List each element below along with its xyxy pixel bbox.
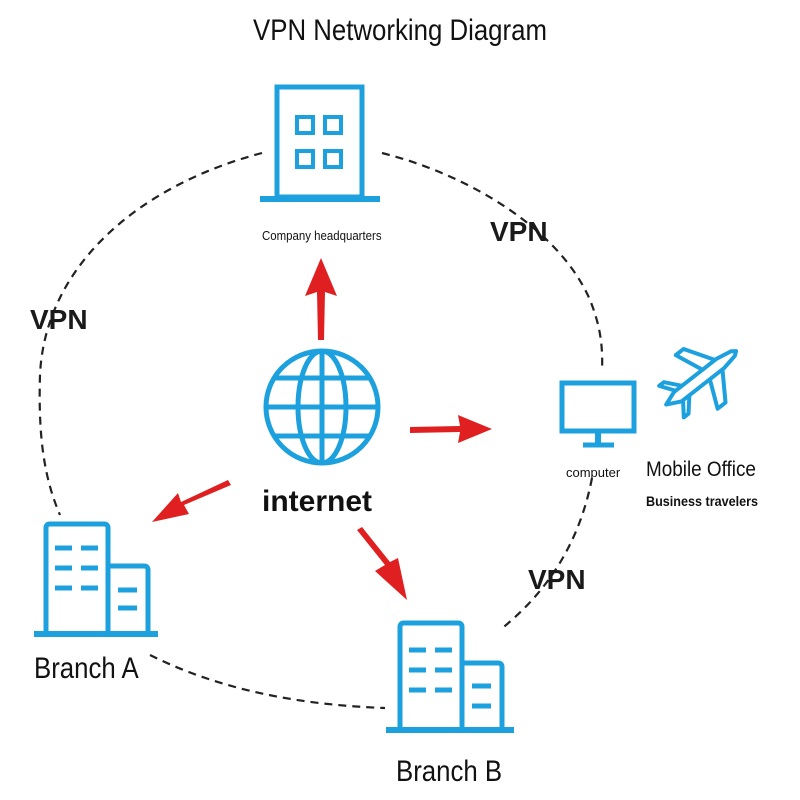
branch-a-building-icon [34,521,158,637]
monitor-icon [559,380,637,448]
branch-b-building-icon [386,620,514,733]
internet-arrows [152,258,492,600]
vpn-label-top-right: VPN [490,216,548,247]
vpn-link-branch-a-to-branch-b [149,654,386,710]
vpn-link-hq-to-computer [381,151,604,371]
headquarters-building-icon [260,84,380,202]
arrow-to-branch-b-icon [357,527,407,600]
arrow-to-computer-icon [410,415,492,443]
branch-a-label: Branch A [34,652,139,685]
vpn-ring [38,151,604,710]
internet-label: internet [262,485,373,518]
arrow-to-branch-a-icon [152,480,231,522]
arrow-to-headquarters-icon [305,258,337,340]
branch-b-label: Branch B [396,755,503,788]
headquarters-label: Company headquarters [262,228,382,243]
globe-icon [263,348,381,466]
vpn-label-left: VPN [30,304,88,335]
computer-label: computer [566,465,621,480]
mobile-office-label: Mobile Office [646,458,756,481]
vpn-label-bottom-right: VPN [528,564,586,595]
airplane-icon [657,346,739,420]
business-travelers-label: Business travelers [646,493,759,509]
diagram-title: VPN Networking Diagram [253,14,547,47]
vpn-link-computer-to-branch-b [499,477,594,631]
